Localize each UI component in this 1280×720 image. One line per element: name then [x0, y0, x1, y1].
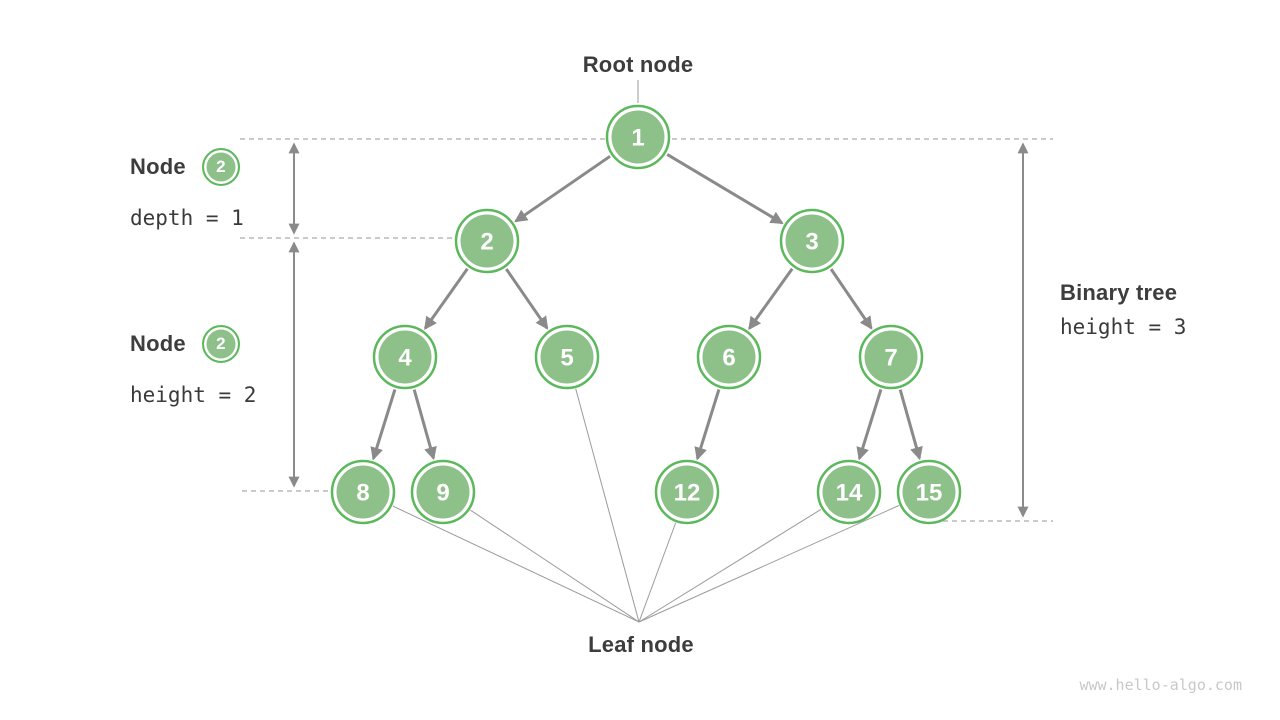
binary-tree-height-value: height = 3	[1060, 315, 1187, 339]
tree-node: 5	[534, 324, 600, 390]
svg-text:12: 12	[674, 480, 701, 507]
svg-text:15: 15	[916, 480, 943, 507]
node-height-value: height = 2	[130, 383, 257, 407]
svg-text:3: 3	[805, 229, 818, 256]
node-badge: 2	[201, 325, 240, 363]
tree-node: 1	[605, 104, 671, 170]
tree-edges	[370, 153, 923, 461]
depth-annotation-title: Node	[130, 154, 186, 179]
leaf-node-label: Leaf node	[588, 632, 694, 657]
pointer-lines	[392, 80, 900, 623]
tree-node: 9	[410, 459, 476, 525]
svg-text:4: 4	[398, 345, 412, 372]
tree-node: 2	[454, 208, 520, 274]
tree-node: 12	[654, 459, 720, 525]
svg-text:9: 9	[436, 480, 449, 507]
svg-text:8: 8	[356, 480, 369, 507]
tree-node: 4	[372, 324, 438, 390]
svg-text:2: 2	[480, 229, 493, 256]
binary-tree-annotation-title: Binary tree	[1060, 280, 1178, 305]
svg-text:1: 1	[631, 125, 644, 152]
svg-text:14: 14	[836, 480, 863, 507]
tree-node: 15	[896, 459, 962, 525]
tree-nodes: 1 2 3 4 5	[330, 104, 962, 525]
node-badge: 2	[201, 148, 240, 186]
tree-node: 14	[816, 459, 882, 525]
root-node-label: Root node	[582, 52, 694, 77]
tree-node: 8	[330, 459, 396, 525]
tree-node: 6	[696, 324, 762, 390]
tree-node: 7	[858, 324, 924, 390]
tree-node: 3	[779, 208, 845, 274]
watermark: www.hello-algo.com	[1079, 676, 1242, 694]
svg-text:5: 5	[560, 345, 573, 372]
svg-text:7: 7	[884, 345, 897, 372]
svg-text:6: 6	[722, 345, 735, 372]
measure-arrows	[288, 142, 1029, 518]
depth-annotation: Node 2	[130, 148, 240, 186]
node-height-annotation: Node 2	[130, 325, 240, 363]
node-height-annotation-title: Node	[130, 331, 186, 356]
depth-value: depth = 1	[130, 206, 244, 230]
